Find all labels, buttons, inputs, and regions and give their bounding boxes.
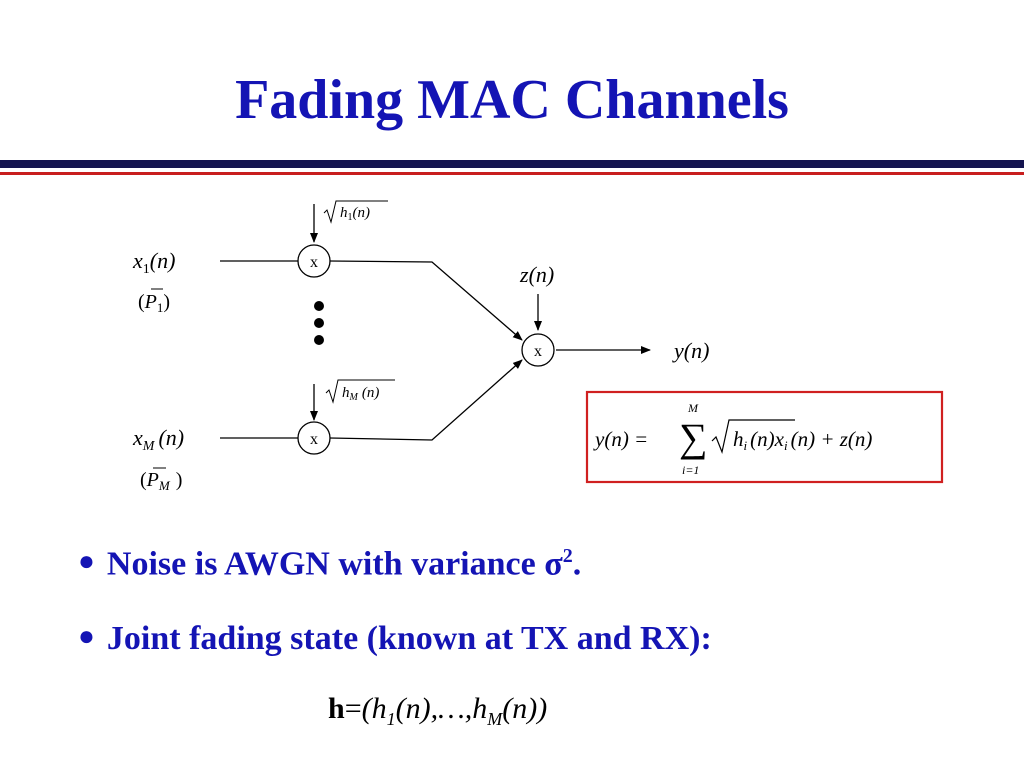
svg-text:x1(n): x1(n) <box>132 248 175 277</box>
svg-text:h1(n): h1(n) <box>340 205 370 223</box>
svg-text:xM(n): xM(n) <box>132 425 184 454</box>
title-rule-dark <box>0 160 1024 168</box>
svg-text:M: M <box>687 401 699 415</box>
gain-M-label: hM(n) <box>325 379 395 404</box>
svg-text:hM(n): hM(n) <box>342 385 379 403</box>
sum-symbol: ∑ <box>679 415 708 460</box>
output-equation: y(n) = ∑ M i=1 hi(n)xi(n) + z(n) <box>585 390 944 484</box>
multiplier-M: x <box>297 421 331 455</box>
ellipsis-dots <box>314 301 324 345</box>
bullet-fading-state: ●Joint fading state (known at TX and RX)… <box>78 620 712 657</box>
path-M-wire <box>329 359 523 441</box>
bullet-noise: ●Noise is AWGN with variance σ2. <box>78 545 582 583</box>
svg-text:(PM): (PM) <box>140 469 182 493</box>
path-1-wire <box>329 260 523 341</box>
svg-text:x: x <box>534 343 542 360</box>
slide-title: Fading MAC Channels <box>235 69 789 131</box>
input-M-label: xM(n) <box>132 425 184 454</box>
bullet-dot: ● <box>78 621 95 652</box>
svg-text:y(n) =: y(n) = <box>593 427 648 451</box>
output-label: y(n) <box>672 338 709 363</box>
svg-text:x: x <box>310 254 318 271</box>
gain-1-label: h1(n) <box>323 200 388 224</box>
input-1-label: x1(n) <box>132 248 175 277</box>
multiplier-sum: x <box>521 333 555 367</box>
svg-text:(P1): (P1) <box>138 291 170 315</box>
svg-text:hi(n)xi(n) + z(n): hi(n)xi(n) + z(n) <box>733 427 872 453</box>
svg-text:i=1: i=1 <box>682 463 699 477</box>
svg-text:x: x <box>310 431 318 448</box>
fading-state-formula: h=(h1(n),…,hM(n)) <box>328 692 548 729</box>
input-1-power: (P1) <box>138 288 170 315</box>
multiplier-1: x <box>297 244 331 278</box>
input-M-power: (PM) <box>140 467 182 493</box>
sigma-symbol: σ <box>544 545 563 583</box>
noise-label: z(n) <box>519 262 554 287</box>
bullet-dot: ● <box>78 546 95 578</box>
title-rule-red <box>0 172 1024 175</box>
